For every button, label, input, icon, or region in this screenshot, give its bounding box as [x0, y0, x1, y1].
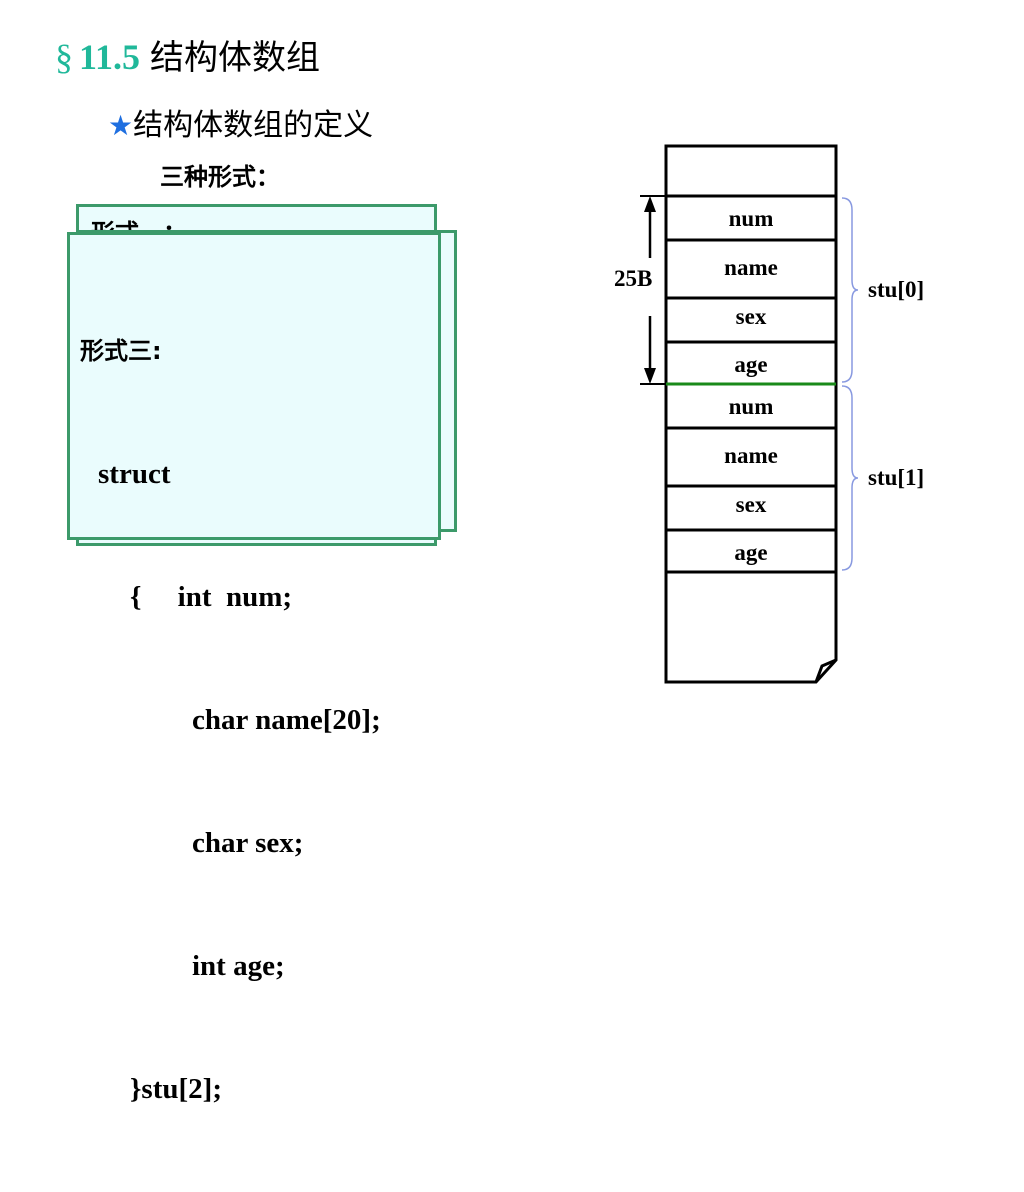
memory-outline	[664, 144, 838, 684]
code-line: char sex;	[192, 827, 304, 859]
folded-corner	[814, 658, 837, 683]
code-line: char name[20];	[192, 704, 381, 736]
code-line: 形式三:	[80, 337, 162, 365]
cell-label: age	[734, 540, 768, 565]
subtitle: ★结构体数组的定义	[108, 100, 373, 144]
size-label: 25B	[614, 266, 653, 291]
arrow-up-icon	[644, 196, 656, 212]
cell-label: name	[724, 255, 778, 280]
group-label-stu1: stu[1]	[868, 465, 925, 490]
memory-diagram	[640, 144, 859, 684]
forms-label: 三种形式：	[160, 163, 280, 191]
brace-stu0	[841, 197, 859, 383]
group-label-stu0: stu[0]	[868, 277, 925, 302]
cell-label: name	[724, 443, 778, 468]
section-number: 11.5	[79, 37, 141, 77]
cell-label: sex	[735, 304, 767, 329]
section-symbol: §	[55, 37, 73, 77]
title-text: 结构体数组	[150, 38, 321, 78]
code-card-form-three: 形式三: struct { int num; char name[20]; ch…	[67, 232, 441, 1105]
code-line: int age;	[192, 950, 285, 982]
star-icon: ★	[108, 109, 134, 142]
cell-label: sex	[735, 492, 767, 517]
arrow-down-icon	[644, 368, 656, 384]
cell-label: num	[728, 394, 774, 419]
brace-stu1	[841, 385, 859, 571]
code-line: { int num;	[130, 581, 293, 613]
cell-label: age	[734, 352, 768, 377]
code-line: }stu[2];	[130, 1073, 222, 1105]
subtitle-text: 结构体数组的定义	[133, 108, 374, 143]
code-block: 形式三: struct { int num; char name[20]; ch…	[80, 249, 381, 1192]
code-line: struct	[98, 458, 171, 490]
cell-label: num	[728, 206, 774, 231]
